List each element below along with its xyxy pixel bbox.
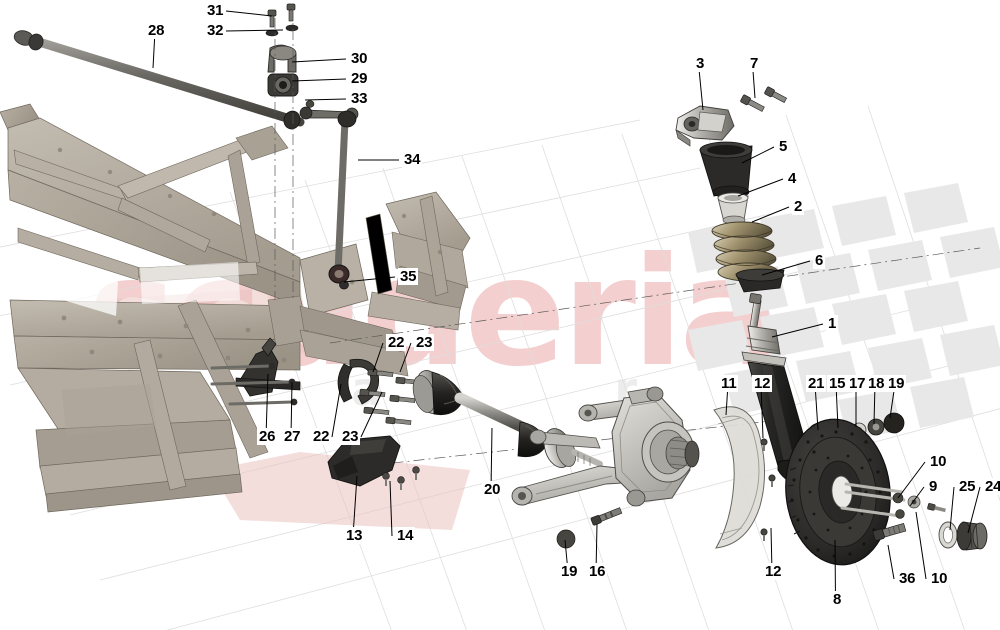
part-label-26: 26: [257, 428, 278, 445]
leader-line-10: [897, 461, 926, 499]
disc-fasteners: [892, 492, 946, 519]
part-label-13: 13: [344, 527, 365, 544]
leader-line-14: [389, 480, 393, 537]
leader-line-5: [741, 146, 775, 164]
part-label-22: 22: [311, 428, 332, 445]
part-label-2: 2: [792, 198, 805, 215]
anti-roll-bar: [13, 30, 305, 130]
part-label-28: 28: [146, 22, 167, 39]
mount-bolts: [740, 86, 788, 112]
suspension-bracket: [210, 337, 301, 406]
part-label-18: 18: [866, 375, 887, 392]
dust-boot: [699, 141, 753, 199]
leader-line-30: [291, 58, 347, 63]
spring-seat: [735, 268, 785, 293]
leader-line-35: [343, 276, 396, 283]
heat-shield: [327, 435, 401, 487]
anti-roll-bar-clamp: [267, 44, 297, 73]
retaining-ring: [337, 358, 380, 405]
part-label-10: 10: [928, 453, 949, 470]
part-label-27: 27: [282, 428, 303, 445]
part-label-19: 19: [559, 563, 580, 580]
part-label-4: 4: [786, 170, 799, 187]
damper-upper-mount: [675, 105, 735, 147]
part-label-34: 34: [402, 151, 423, 168]
part-label-21: 21: [806, 375, 827, 392]
leader-line-13: [352, 475, 358, 537]
part-label-12: 12: [763, 563, 784, 580]
part-label-14: 14: [395, 527, 416, 544]
part-label-10: 10: [929, 570, 950, 587]
part-label-20: 20: [482, 481, 503, 498]
part-label-32: 32: [205, 22, 226, 39]
part-label-29: 29: [349, 70, 370, 87]
leader-line-1: [771, 323, 824, 338]
chassis-spaceframe: [0, 103, 471, 530]
wheel-bearing-parts: [938, 521, 988, 551]
part-label-22: 22: [386, 334, 407, 351]
part-label-25: 25: [957, 478, 978, 495]
part-label-15: 15: [827, 375, 848, 392]
brake-dust-shield: [713, 406, 766, 549]
part-label-33: 33: [349, 90, 370, 107]
leader-line-23: [360, 391, 383, 438]
leader-line-31: [225, 10, 273, 17]
leader-line-36: [887, 544, 895, 580]
leader-line-20: [490, 427, 493, 491]
brake-disc: [785, 418, 906, 566]
part-label-17: 17: [847, 375, 868, 392]
drop-link: [299, 100, 359, 290]
leader-line-29: [291, 78, 347, 82]
part-label-35: 35: [398, 268, 419, 285]
part-label-6: 6: [813, 252, 826, 269]
part-label-7: 7: [748, 55, 761, 72]
leader-line-8: [834, 539, 836, 601]
part-label-5: 5: [777, 138, 790, 155]
leader-line-24: [967, 486, 981, 534]
part-label-19: 19: [886, 375, 907, 392]
leader-line-27: [290, 381, 293, 438]
drive-shaft: [412, 370, 603, 468]
guide-pin-and-ball: [556, 507, 623, 549]
guide-pin-36: [872, 522, 907, 541]
part-label-3: 3: [694, 55, 707, 72]
leader-line-26: [265, 373, 269, 438]
leader-line-2: [751, 206, 790, 223]
hub-carrier: [611, 386, 700, 507]
leader-line-6: [761, 260, 811, 276]
part-label-11: 11: [719, 375, 739, 392]
part-label-36: 36: [897, 570, 918, 587]
part-label-23: 23: [414, 334, 435, 351]
part-label-30: 30: [349, 50, 370, 67]
leader-line-25: [949, 486, 955, 531]
part-label-12: 12: [752, 375, 773, 392]
part-label-24: 24: [983, 478, 1000, 495]
bump-stop: [717, 192, 749, 225]
part-label-16: 16: [587, 563, 608, 580]
heat-shield-screws: [382, 466, 420, 490]
leader-line-22: [372, 342, 384, 373]
leader-line-12: [760, 383, 764, 439]
leader-line-22: [331, 383, 342, 438]
leader-line-33: [304, 98, 347, 101]
leader-line-32: [225, 29, 284, 32]
leader-line-4: [737, 178, 784, 197]
anti-roll-bar-bushing: [267, 73, 299, 97]
shield-screws: [760, 438, 776, 541]
part-label-31: 31: [205, 2, 226, 19]
part-label-9: 9: [927, 478, 940, 495]
part-label-8: 8: [831, 591, 844, 608]
leader-line-23: [399, 342, 412, 373]
leader-line-9: [909, 486, 925, 507]
part-label-23: 23: [340, 428, 361, 445]
leader-line-10: [915, 511, 927, 580]
leader-lines: [152, 10, 981, 601]
part-label-1: 1: [826, 315, 839, 332]
